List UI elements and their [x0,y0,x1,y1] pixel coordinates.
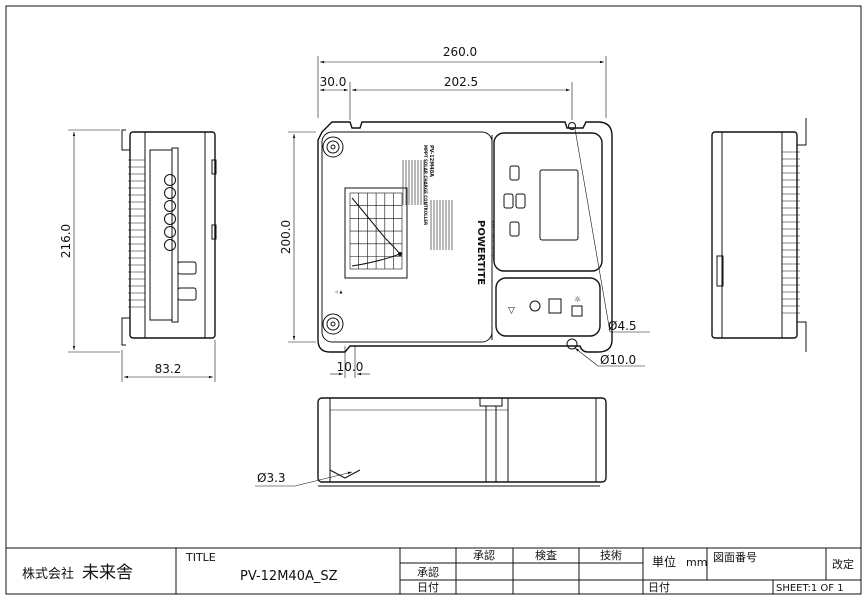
revision-label: 改定 [832,557,854,571]
dim-30-label: 30.0 [320,75,347,89]
dim-width-260: 260.0 [317,45,607,118]
dim-hole-10: Ø10.0 [574,347,645,367]
dim-height-216: 216.0 [59,129,120,353]
svg-text:◁ ▲: ◁ ▲ [334,289,343,294]
dim-83-label: 83.2 [155,362,182,376]
dim-202-label: 202.5 [444,75,478,89]
dim-depth-83: 83.2 [121,340,216,382]
title-value: PV-12M40A_SZ [240,569,338,584]
dim-hole-3-3: Ø3.3 [255,471,353,487]
dim-216-label: 216.0 [59,224,73,258]
company-label: 株式会社 [22,566,74,582]
bottom-view [317,397,607,487]
panel-brand-sub: Solar Charge Controller [491,220,495,261]
title-label: TITLE [185,551,216,564]
right-side-view [711,118,807,352]
sheet-label: SHEET:1 OF 1 [776,583,844,594]
dim-260-label: 260.0 [443,45,477,59]
dim-3-3-label: Ø3.3 [257,471,286,485]
row-date: 日付 [417,581,439,594]
front-view: PV-12M40A MPPT SOLAR CHARGE CONTROLLER P… [317,121,613,353]
drawing-no-label: 図面番号 [713,551,757,564]
dim-200-label: 200.0 [279,220,293,254]
panel-model: PV-12M40A [428,145,434,177]
svg-text:▽: ▽ [508,306,515,316]
col-tech: 技術 [600,549,622,562]
company-name: 未来舎 [82,563,133,583]
dim-4-5-label: Ø4.5 [608,319,637,333]
col-inspect: 検査 [535,548,557,562]
drawing-border [5,5,862,595]
dim-offset-30: 30.0 [320,75,351,120]
dim-slot-10: 10.0 [330,346,370,378]
svg-text:☼: ☼ [574,295,581,304]
dim-10-hole-label: Ø10.0 [600,353,636,367]
col-approve: 承認 [473,548,495,562]
dim-10-label: 10.0 [337,360,364,374]
dim-height-200: 200.0 [279,131,316,343]
title-block: 株式会社 未来舎 TITLE PV-12M40A_SZ 承認 検査 技術 承認 … [6,547,861,594]
row-approve: 承認 [417,565,439,579]
unit-label: 単位 [652,554,676,569]
panel-subtitle: MPPT SOLAR CHARGE CONTROLLER [423,145,428,225]
date-label: 日付 [648,581,670,594]
dim-hole-4-5: Ø4.5 [574,128,650,333]
left-side-view [121,129,217,346]
dim-spacing-202: 202.5 [352,75,573,120]
unit-value: mm [686,556,707,569]
panel-brand: POWERTITE [475,220,486,285]
